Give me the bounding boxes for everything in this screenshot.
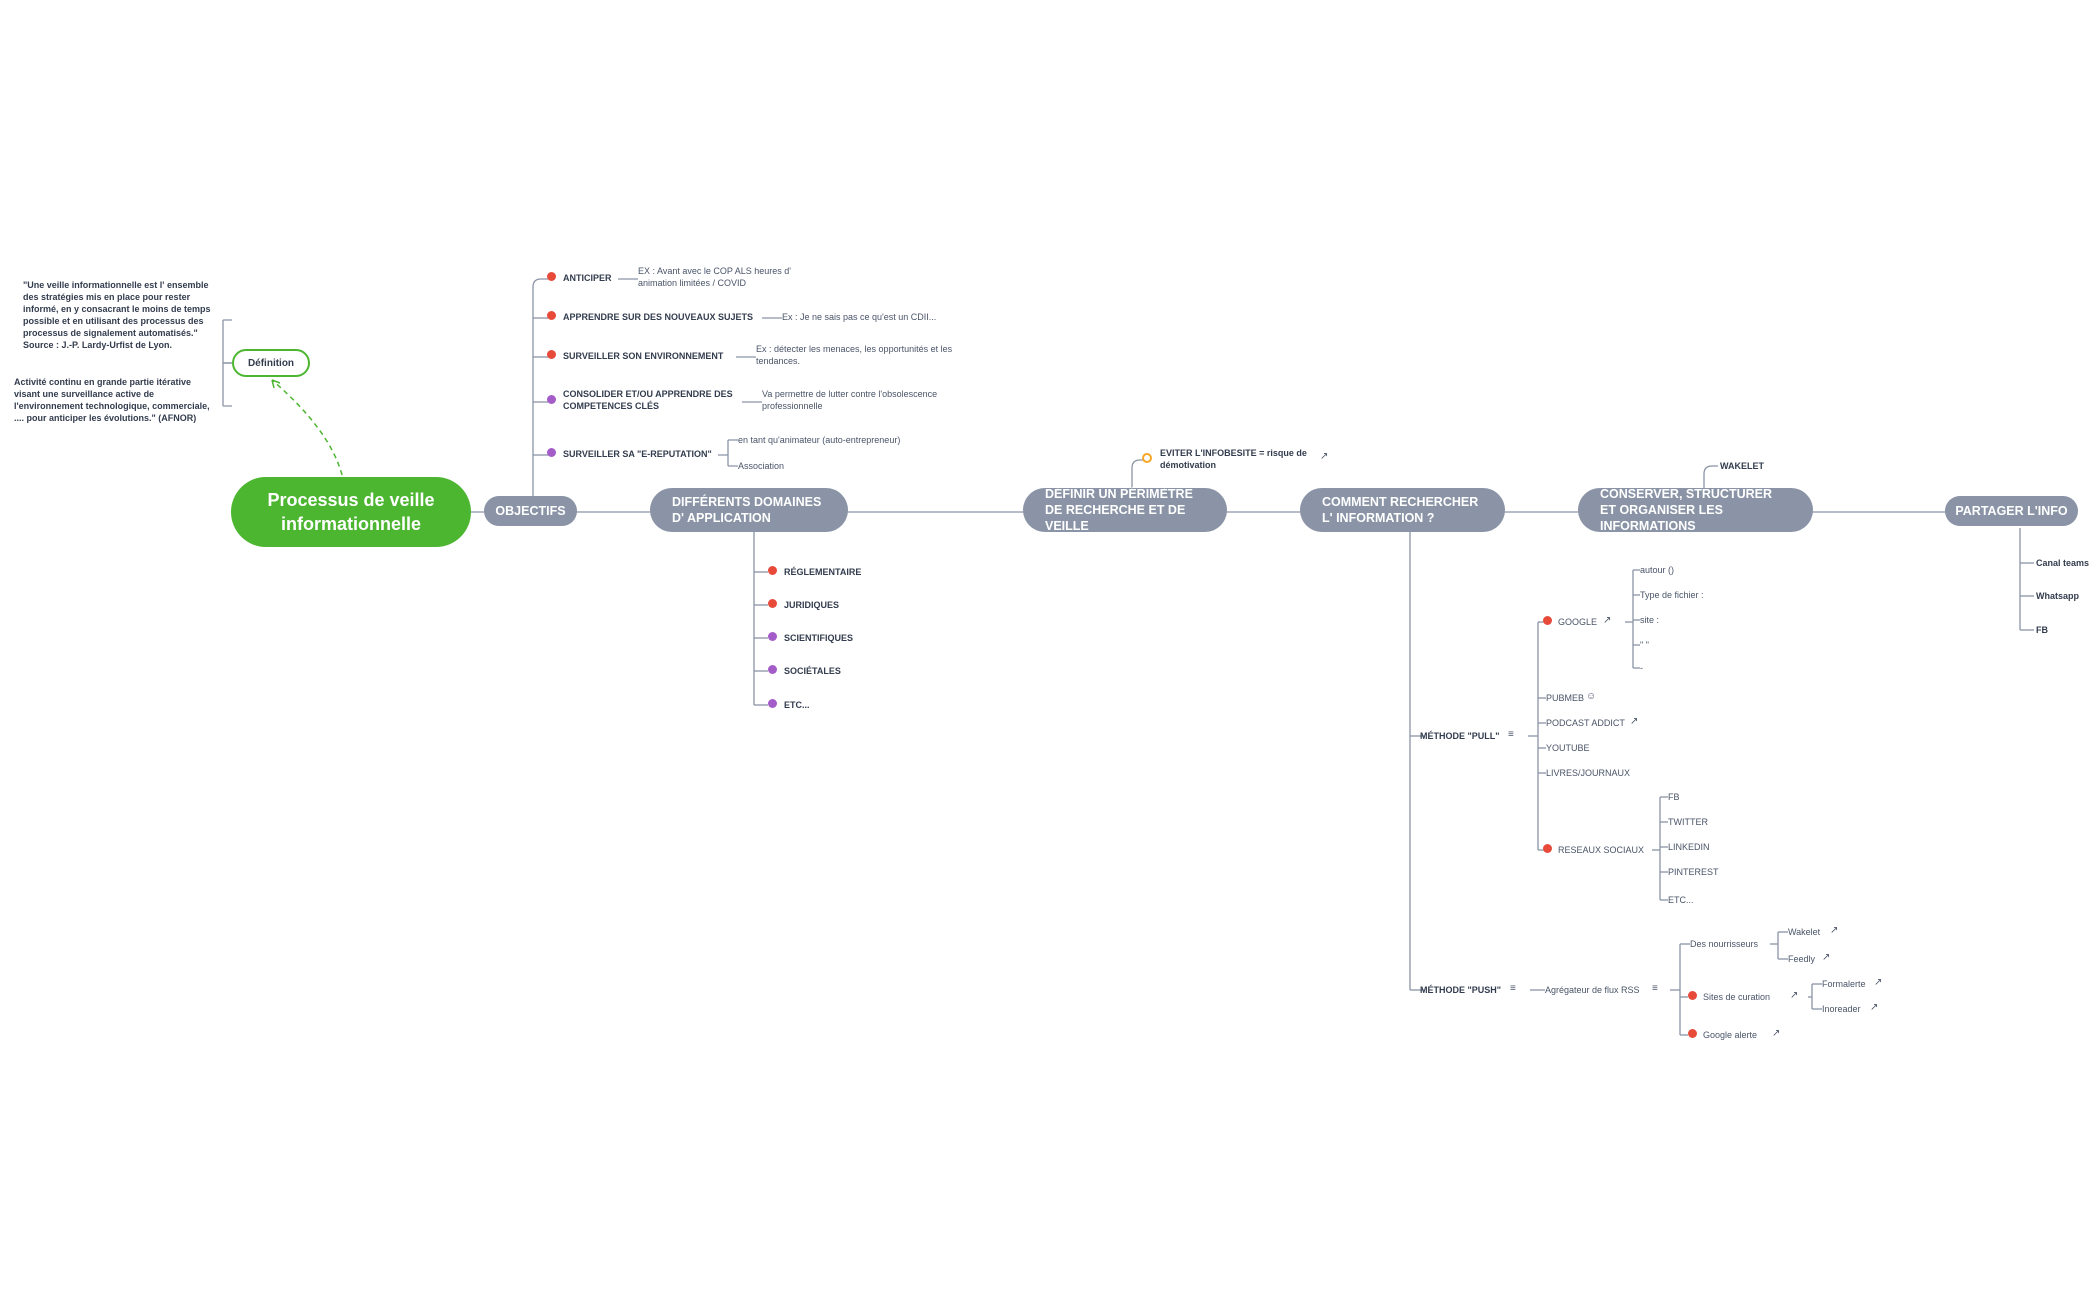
external-link-icon[interactable]: ↗: [1874, 977, 1883, 988]
orange-marker-icon: [1142, 453, 1152, 463]
pull-reseaux[interactable]: RESEAUX SOCIAUX: [1558, 845, 1645, 855]
notes-icon[interactable]: ≡: [1652, 983, 1658, 994]
definition-label: Définition: [247, 357, 295, 369]
conserver-wakelet[interactable]: WAKELET: [1720, 461, 1764, 471]
push-agregateur[interactable]: Agrégateur de flux RSS: [1545, 985, 1640, 995]
google-item[interactable]: Type de fichier :: [1640, 590, 1704, 600]
domaine-item[interactable]: ETC...: [784, 700, 810, 710]
red-marker-icon: [768, 599, 777, 608]
objectif-anticiper-note[interactable]: EX : Avant avec le COP ALS heures d' ani…: [638, 266, 791, 288]
notes-icon[interactable]: ≡: [1508, 729, 1514, 740]
push-curation[interactable]: Sites de curation: [1703, 992, 1771, 1002]
topic-domaines[interactable]: DIFFÉRENTS DOMAINES D' APPLICATION: [650, 488, 848, 532]
objectif-ereputation[interactable]: SURVEILLER SA "E-REPUTATION": [563, 449, 712, 459]
purple-marker-icon: [768, 665, 777, 674]
reseau-item[interactable]: LINKEDIN: [1668, 842, 1710, 852]
external-link-icon[interactable]: ↗: [1870, 1002, 1879, 1013]
external-link-icon[interactable]: ↗: [1630, 716, 1639, 727]
topic-conserver[interactable]: CONSERVER, STRUCTURER ET ORGANISER LES I…: [1578, 487, 1813, 533]
purple-marker-icon: [768, 632, 777, 641]
definition-afnor: Activité continu en grande partie itérat…: [14, 377, 210, 423]
definition-link: [271, 379, 343, 476]
purple-marker-icon: [768, 699, 777, 708]
nourrisseur-item[interactable]: Feedly: [1788, 954, 1816, 964]
nourrisseur-item[interactable]: Wakelet: [1788, 927, 1821, 937]
red-marker-icon: [1688, 991, 1697, 1000]
google-item[interactable]: " ": [1640, 640, 1649, 650]
topic-domaines-label: DIFFÉRENTS DOMAINES D' APPLICATION: [672, 495, 822, 525]
reseau-item[interactable]: FB: [1668, 792, 1680, 802]
pull-google[interactable]: GOOGLE: [1558, 617, 1598, 627]
google-item[interactable]: autour (): [1640, 565, 1675, 575]
push-alerte[interactable]: Google alerte: [1703, 1030, 1758, 1040]
topic-rechercher[interactable]: COMMENT RECHERCHER L' INFORMATION ?: [1300, 488, 1505, 532]
domaine-item[interactable]: JURIDIQUES: [784, 600, 840, 610]
push-nourrisseurs[interactable]: Des nourrisseurs: [1690, 939, 1759, 949]
purple-marker-icon: [547, 395, 556, 404]
methode-pull[interactable]: MÉTHODE "PULL": [1420, 731, 1500, 741]
pull-item[interactable]: PODCAST ADDICT: [1546, 718, 1625, 728]
red-marker-icon: [547, 311, 556, 320]
domaine-item[interactable]: SOCIÉTALES: [784, 666, 841, 676]
external-link-icon[interactable]: ↗: [1830, 925, 1839, 936]
pull-item[interactable]: PUBMEB: [1546, 693, 1585, 703]
objectif-surveiller[interactable]: SURVEILLER SON ENVIRONNEMENT: [563, 351, 724, 361]
reseau-item[interactable]: ETC...: [1668, 895, 1694, 905]
topic-objectifs[interactable]: OBJECTIFS: [484, 496, 577, 526]
external-link-icon[interactable]: ↗: [1790, 990, 1799, 1001]
topic-objectifs-label: OBJECTIFS: [495, 504, 566, 518]
red-marker-icon: [547, 272, 556, 281]
objectif-surveiller-note[interactable]: Ex : détecter les menaces, les opportuni…: [756, 344, 953, 366]
objectif-apprendre[interactable]: APPRENDRE SUR DES NOUVEAUX SUJETS: [563, 312, 754, 322]
topic-perimetre[interactable]: DÉFINIR UN PÉRIMÈTRE DE RECHERCHE ET DE …: [1023, 487, 1227, 533]
red-marker-icon: [547, 350, 556, 359]
red-marker-icon: [768, 566, 777, 575]
definition-topic[interactable]: Définition: [232, 349, 310, 377]
topic-conserver-label: CONSERVER, STRUCTURER ET ORGANISER LES I…: [1600, 487, 1773, 533]
methode-push[interactable]: MÉTHODE "PUSH": [1420, 985, 1502, 995]
topic-partager-label: PARTAGER L'INFO: [1955, 504, 2068, 518]
perimetre-note[interactable]: EVITER L'INFOBESITE = risque de démotiva…: [1160, 448, 1307, 470]
definition-quote: "Une veille informationnelle est l' ense…: [23, 280, 211, 350]
external-link-icon[interactable]: ↗: [1772, 1028, 1781, 1039]
pull-item[interactable]: LIVRES/JOURNAUX: [1546, 768, 1631, 778]
root-topic[interactable]: Processus de veille informationnelle: [231, 477, 471, 547]
google-item[interactable]: site :: [1640, 615, 1660, 625]
external-link-icon[interactable]: ↗: [1603, 615, 1612, 626]
pull-item[interactable]: YOUTUBE: [1546, 743, 1590, 753]
google-item[interactable]: -: [1640, 663, 1643, 673]
objectif-anticiper[interactable]: ANTICIPER: [563, 273, 612, 283]
curation-item[interactable]: Formalerte: [1822, 979, 1866, 989]
smiley-icon: ☺: [1586, 691, 1597, 702]
red-marker-icon: [1688, 1029, 1697, 1038]
domaine-item[interactable]: SCIENTIFIQUES: [784, 633, 854, 643]
topic-rechercher-label: COMMENT RECHERCHER L' INFORMATION ?: [1322, 495, 1479, 525]
objectif-apprendre-note[interactable]: Ex : Je ne sais pas ce qu'est un CDII...: [782, 312, 937, 322]
topic-partager[interactable]: PARTAGER L'INFO: [1945, 496, 2078, 526]
red-marker-icon: [1543, 616, 1552, 625]
reseau-item[interactable]: TWITTER: [1668, 817, 1708, 827]
curation-item[interactable]: Inoreader: [1822, 1004, 1861, 1014]
partager-item[interactable]: Canal teams: [2036, 558, 2090, 568]
domaine-item[interactable]: RÉGLEMENTAIRE: [784, 567, 862, 577]
objectif-ereputation-note-2[interactable]: Association: [738, 461, 785, 471]
external-link-icon[interactable]: ↗: [1822, 952, 1831, 963]
objectif-consolider[interactable]: CONSOLIDER ET/OU APPRENDRE DES COMPETENC…: [563, 389, 733, 411]
partager-item[interactable]: Whatsapp: [2036, 591, 2080, 601]
notes-icon[interactable]: ≡: [1510, 983, 1516, 994]
reseau-item[interactable]: PINTEREST: [1668, 867, 1719, 877]
objectif-consolider-note[interactable]: Va permettre de lutter contre l'obsolesc…: [762, 389, 938, 411]
topic-perimetre-label: DÉFINIR UN PÉRIMÈTRE DE RECHERCHE ET DE …: [1045, 487, 1193, 533]
external-link-icon[interactable]: ↗: [1320, 451, 1329, 462]
partager-item[interactable]: FB: [2036, 625, 2048, 635]
purple-marker-icon: [547, 448, 556, 457]
red-marker-icon: [1543, 844, 1552, 853]
root-title: Processus de veille informationnelle: [267, 490, 435, 534]
objectif-ereputation-note-1[interactable]: en tant qu'animateur (auto-entrepreneur): [738, 435, 901, 445]
